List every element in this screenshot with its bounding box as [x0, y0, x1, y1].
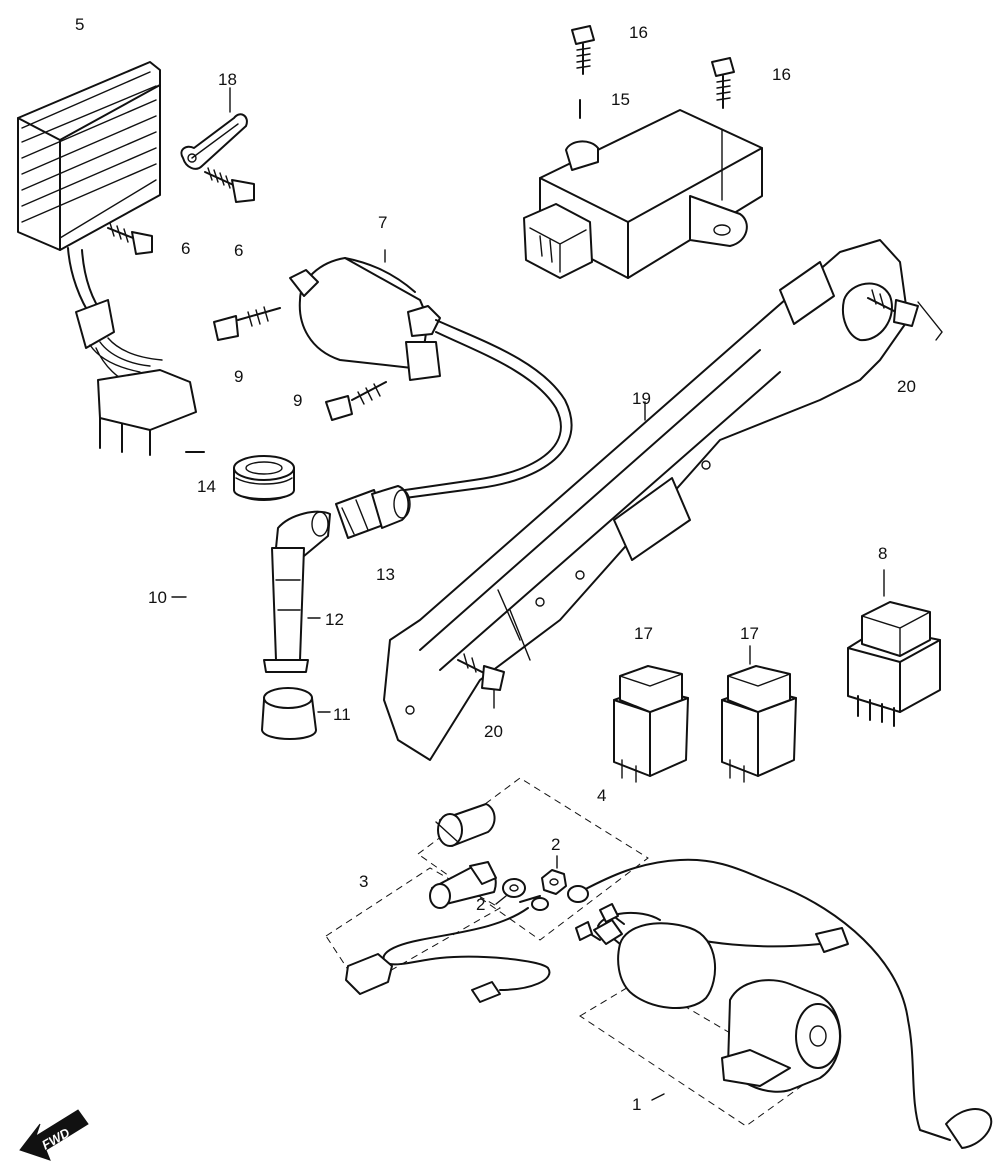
spark-plug-cap-part-12 — [263, 510, 331, 673]
callout-5: 5 — [75, 15, 84, 34]
bracket-part-18 — [180, 87, 248, 170]
bolt-part-16-right — [711, 57, 735, 109]
callout-12: 12 — [325, 610, 344, 629]
callout-6a: 6 — [181, 239, 190, 258]
callout-9a: 9 — [234, 367, 243, 386]
bolt-part-16-left — [571, 25, 595, 75]
callout-18: 18 — [218, 70, 237, 89]
callout-16a: 16 — [629, 23, 648, 42]
wire-harness-part-3 — [345, 895, 551, 1003]
bolt-part-6-upper — [204, 167, 255, 203]
callout-4: 4 — [597, 786, 606, 805]
relay-part-8 — [847, 569, 941, 727]
callout-2a: 2 — [551, 835, 560, 854]
callout-7: 7 — [378, 213, 387, 232]
starter-relay-part-1 — [575, 903, 842, 1101]
bolt-part-20-upper — [867, 289, 943, 341]
cdi-unit-part-15 — [523, 99, 763, 279]
relay-part-17-left — [613, 665, 689, 783]
plug-connector-part-13 — [335, 485, 411, 539]
callout-13: 13 — [376, 565, 395, 584]
callout-6b: 6 — [234, 241, 243, 260]
leader-part-2-b — [495, 895, 507, 905]
boot-part-11 — [261, 687, 331, 740]
ignition-coil-part-7 — [289, 249, 573, 499]
callout-8: 8 — [878, 544, 887, 563]
callout-16b: 16 — [772, 65, 791, 84]
callout-17b: 17 — [740, 624, 759, 643]
regulator-rectifier-part-5 — [17, 61, 205, 456]
bolt-part-9-right — [325, 381, 387, 421]
terminal-boot-part-4 — [435, 803, 496, 847]
callout-10: 10 — [148, 588, 167, 607]
grommet-part-14 — [233, 455, 295, 501]
bolt-part-6-lower — [107, 222, 153, 255]
callout-15: 15 — [611, 90, 630, 109]
callout-17a: 17 — [634, 624, 653, 643]
fwd-arrow-icon: FWD — [19, 1109, 89, 1161]
callout-3: 3 — [359, 872, 368, 891]
callout-11: 11 — [333, 705, 351, 724]
callout-19: 19 — [632, 389, 651, 408]
callout-14: 14 — [197, 477, 216, 496]
callout-1: 1 — [632, 1095, 641, 1114]
callout-9b: 9 — [293, 391, 302, 410]
wire-lead-part-4 — [567, 858, 993, 1149]
callout-20b: 20 — [484, 722, 503, 741]
relay-part-17-right — [721, 645, 797, 783]
callout-labels: 5 18 6 6 16 16 15 7 9 9 19 20 14 13 10 1… — [75, 15, 916, 1114]
callout-20a: 20 — [897, 377, 916, 396]
bolt-part-9-left — [213, 306, 281, 341]
nut-part-2 — [541, 869, 567, 895]
terminal-boot-part-3 — [429, 861, 497, 909]
bolt-part-20-lower — [457, 653, 505, 709]
mounting-bracket-part-19 — [383, 239, 909, 761]
washer-part-2 — [502, 878, 526, 898]
callout-2b: 2 — [476, 895, 485, 914]
